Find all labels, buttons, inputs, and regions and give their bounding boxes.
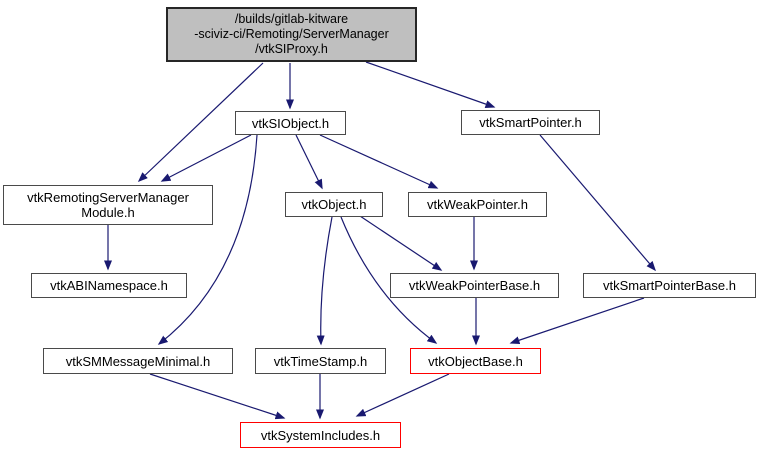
node-vtksiobject-label: vtkSIObject.h	[251, 115, 330, 131]
edge-objectbase-to-systemincludes	[355, 373, 450, 417]
node-vtktimestamp-label: vtkTimeStamp.h	[273, 353, 368, 369]
edge-vtkobject-to-timestamp	[316, 216, 333, 346]
node-vtktimestamp[interactable]: vtkTimeStamp.h	[255, 348, 386, 374]
edge-vtkobject-to-weakpointerbase	[359, 215, 443, 271]
node-vtkweakpointer-label: vtkWeakPointer.h	[427, 197, 528, 212]
node-vtksmartpointer-label: vtkSmartPointer.h	[479, 115, 582, 130]
node-vtksmartpointer[interactable]: vtkSmartPointer.h	[461, 110, 600, 135]
node-vtksiproxy-root: /builds/gitlab-kitware -sciviz-ci/Remoti…	[166, 7, 417, 62]
edge-smartpointerbase-to-objectbase	[509, 297, 645, 345]
edge-vtksiobject-to-module	[160, 134, 252, 182]
edge-vtksiobject-to-smmessage	[157, 134, 258, 345]
node-vtkweakpointerbase-label: vtkWeakPointerBase.h	[408, 278, 541, 293]
edge-smmessage-to-systemincludes	[149, 373, 286, 420]
node-vtksystemincludes[interactable]: vtkSystemIncludes.h	[240, 422, 401, 448]
node-vtksmmessageminimal[interactable]: vtkSMMessageMinimal.h	[43, 348, 233, 374]
edge-vtksiobject-to-vtkobject	[295, 134, 323, 190]
node-vtkobject[interactable]: vtkObject.h	[285, 192, 383, 217]
node-vtksiobject[interactable]: vtkSIObject.h	[235, 111, 346, 135]
node-vtksiproxy-label: /builds/gitlab-kitware -sciviz-ci/Remoti…	[194, 12, 389, 56]
node-vtkobjectbase[interactable]: vtkObjectBase.h	[410, 348, 541, 374]
node-vtkweakpointer[interactable]: vtkWeakPointer.h	[408, 192, 547, 217]
node-vtkabinamespace-label: vtkABINamespace.h	[50, 278, 168, 293]
node-vtksmmessageminimal-label: vtkSMMessageMinimal.h	[65, 353, 211, 369]
node-vtksmartpointerbase-label: vtkSmartPointerBase.h	[603, 278, 736, 293]
node-vtkabinamespace[interactable]: vtkABINamespace.h	[31, 273, 187, 298]
node-vtksystemincludes-label: vtkSystemIncludes.h	[260, 427, 381, 443]
node-vtkobjectbase-label: vtkObjectBase.h	[428, 353, 523, 369]
node-vtkremotingservermanagermodule[interactable]: vtkRemotingServerManager Module.h	[3, 185, 213, 225]
node-vtkremotingservermanagermodule-label: vtkRemotingServerManager Module.h	[27, 190, 189, 220]
node-vtkweakpointerbase[interactable]: vtkWeakPointerBase.h	[390, 273, 559, 298]
edge-root-to-vtksmartpointer	[365, 61, 496, 108]
node-vtksmartpointerbase[interactable]: vtkSmartPointerBase.h	[583, 273, 756, 298]
edge-vtksiobject-to-weakpointer	[319, 134, 439, 189]
node-vtkobject-label: vtkObject.h	[301, 197, 367, 212]
edge-smartpointer-to-smartpointerbase	[539, 134, 656, 272]
